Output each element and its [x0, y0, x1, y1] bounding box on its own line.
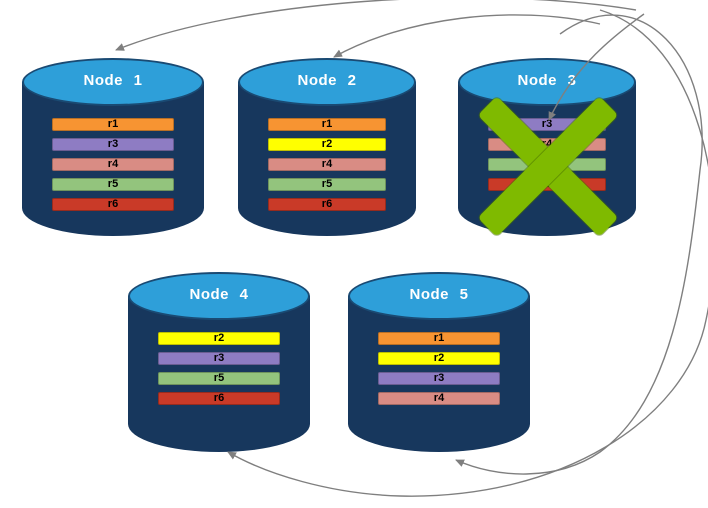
shard-list: r1 r2 r3 r4: [378, 332, 500, 412]
shard-r4: r4: [268, 158, 386, 171]
shard-r6: r6: [268, 198, 386, 211]
node-title: Node 4: [189, 286, 249, 303]
arrow-to-node-1: [115, 0, 637, 51]
shard-r6: r6: [52, 198, 174, 211]
shard-r5: r5: [52, 178, 174, 191]
shard-r1: r1: [378, 332, 500, 345]
cylinder-top: [22, 58, 204, 106]
node-title: Node 2: [297, 72, 357, 89]
shard-list: r1 r2 r4 r5 r6: [268, 118, 386, 218]
shard-r1: r1: [52, 118, 174, 131]
shard-r2: r2: [378, 352, 500, 365]
shard-r2: r2: [268, 138, 386, 151]
arrow-to-node-2: [333, 14, 601, 58]
node-title: Node 1: [83, 72, 143, 89]
node-1: Node 1 r1 r3 r4 r5 r6: [22, 58, 204, 236]
shard-list: r2 r3 r5 r6: [158, 332, 280, 412]
shard-r5: r5: [268, 178, 386, 191]
node-title: Node 3: [517, 72, 577, 89]
node-5: Node 5 r1 r2 r3 r4: [348, 272, 530, 452]
node-4: Node 4 r2 r3 r5 r6: [128, 272, 310, 452]
shard-r3: r3: [378, 372, 500, 385]
shard-list: r1 r3 r4 r5 r6: [52, 118, 174, 218]
shard-r3: r3: [52, 138, 174, 151]
shard-r5: r5: [158, 372, 280, 385]
node-title: Node 5: [409, 286, 469, 303]
shard-r4: r4: [52, 158, 174, 171]
shard-r3: r3: [158, 352, 280, 365]
node-2: Node 2 r1 r2 r4 r5 r6: [238, 58, 416, 236]
shard-r1: r1: [268, 118, 386, 131]
failed-node-x-icon: [468, 92, 628, 242]
shard-r4: r4: [378, 392, 500, 405]
shard-r2: r2: [158, 332, 280, 345]
shard-r6: r6: [158, 392, 280, 405]
